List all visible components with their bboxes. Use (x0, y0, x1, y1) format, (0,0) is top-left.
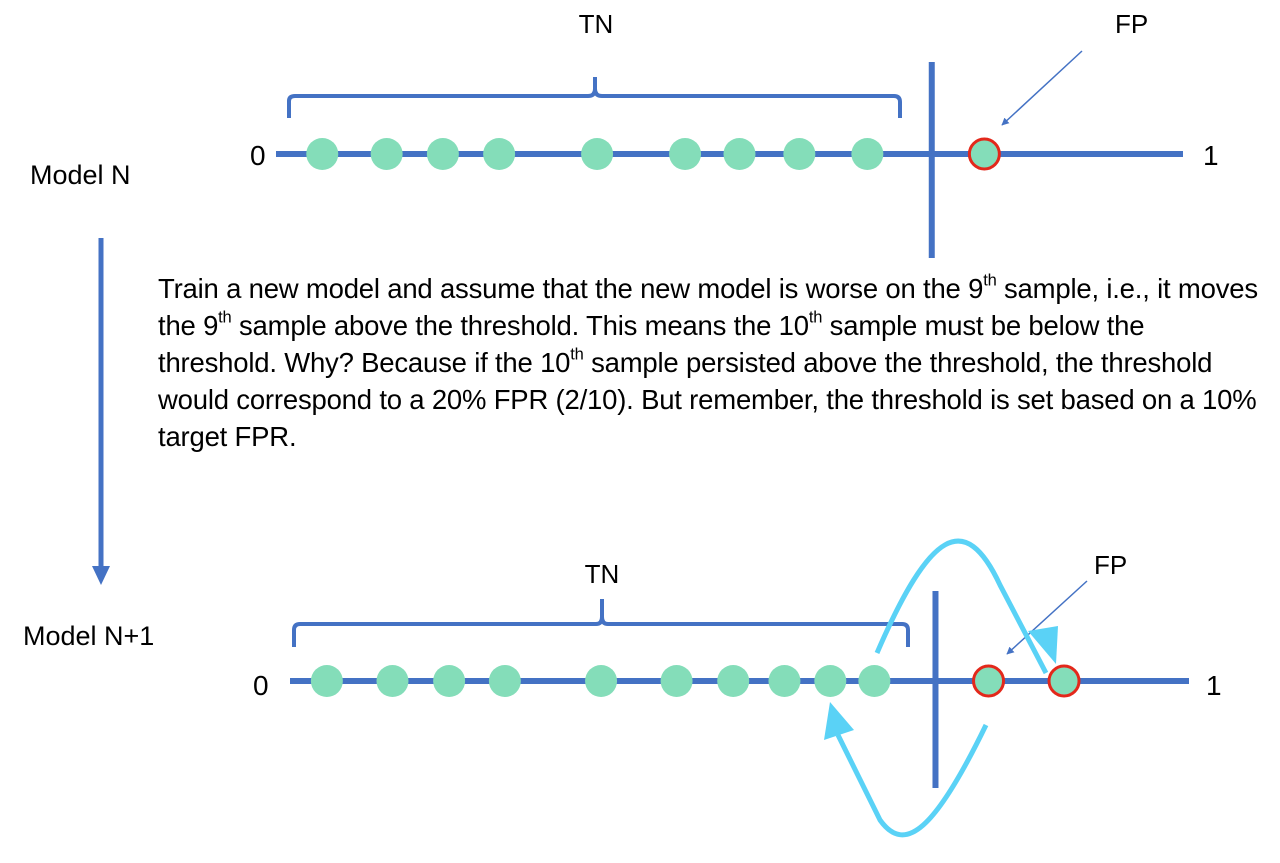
model_n-tn-sample-dot (851, 138, 884, 170)
model_n1-tn-sample-dot (858, 665, 891, 697)
model_n-tn-sample-dot (723, 138, 756, 170)
model_n-fp-sample-dot (967, 137, 1001, 171)
model_n1-tn-sample-dot (814, 665, 847, 697)
model-n-tn-label: TN (579, 9, 614, 39)
model-n1-tn-bracket (292, 599, 910, 647)
model_n-tn-sample-dot (306, 138, 339, 170)
model_n1-tn-sample-dot (376, 665, 409, 697)
model_n-tn-sample-dot (483, 138, 516, 170)
explanation-segment: sample must be below the threshold. Why?… (158, 310, 1145, 378)
move-up-arrowhead (1028, 626, 1058, 664)
model_n1-tn-sample-dot (433, 665, 466, 697)
model-n-fp-pointer (1001, 50, 1083, 126)
model_n1-tn-sample-dot (585, 665, 618, 697)
explanation-segment: Train a new model and assume that the ne… (158, 273, 984, 304)
model_n-tn-sample-dot (426, 138, 459, 170)
model-n1-fp-label: FP (1094, 550, 1127, 580)
model-transition-arrowhead (92, 566, 110, 585)
model_n1-tn-sample-dot (660, 665, 693, 697)
model_n1-tn-sample-dot (768, 665, 801, 697)
ordinal-suffix: th (570, 345, 584, 364)
move-down-arrowhead (824, 702, 854, 740)
model_n-tn-sample-dot (581, 138, 614, 170)
ordinal-suffix: th (983, 271, 997, 290)
model_n1-tn-sample-dot (717, 665, 750, 697)
ordinal-suffix: th (808, 308, 823, 327)
model_n1-fp-sample-dot (1047, 664, 1081, 698)
move-down-arrow (835, 723, 989, 838)
model-n-axis-min-label: 0 (250, 140, 266, 171)
explanation-segment: sample persisted above the threshold, th… (158, 347, 1257, 452)
move-up-arrow (874, 538, 1049, 675)
model-n-tn-bracket (287, 77, 902, 118)
model_n-tn-sample-dot (669, 138, 702, 170)
model-n1-scale: TN FP 0 1 (253, 538, 1222, 838)
model-n-scale: TN FP 0 1 (250, 9, 1219, 258)
model_n-tn-sample-dot (783, 138, 816, 170)
model-n-axis-max-label: 1 (1203, 140, 1219, 171)
model_n1-tn-sample-dot (310, 665, 343, 697)
model-n-fp-label: FP (1115, 9, 1148, 39)
model-n-label: Model N (30, 160, 131, 190)
explanation-segment: sample, i.e., it moves the 9 (158, 273, 1258, 341)
model_n1-fp-sample-dot (972, 664, 1006, 698)
model-n1-tn-label: TN (585, 559, 620, 589)
model_n-tn-sample-dot (370, 138, 403, 170)
model-n1-axis-max-label: 1 (1206, 670, 1222, 701)
model-n1-axis-min-label: 0 (253, 670, 269, 701)
explanation-segment: sample above the threshold. This means t… (231, 310, 809, 341)
model_n1-tn-sample-dot (488, 665, 521, 697)
model-n1-fp-pointer (1006, 580, 1088, 655)
model-n1-label: Model N+1 (23, 621, 155, 651)
explanation-text: Train a new model and assume that the ne… (158, 270, 1268, 455)
ordinal-suffix: th (218, 308, 232, 327)
